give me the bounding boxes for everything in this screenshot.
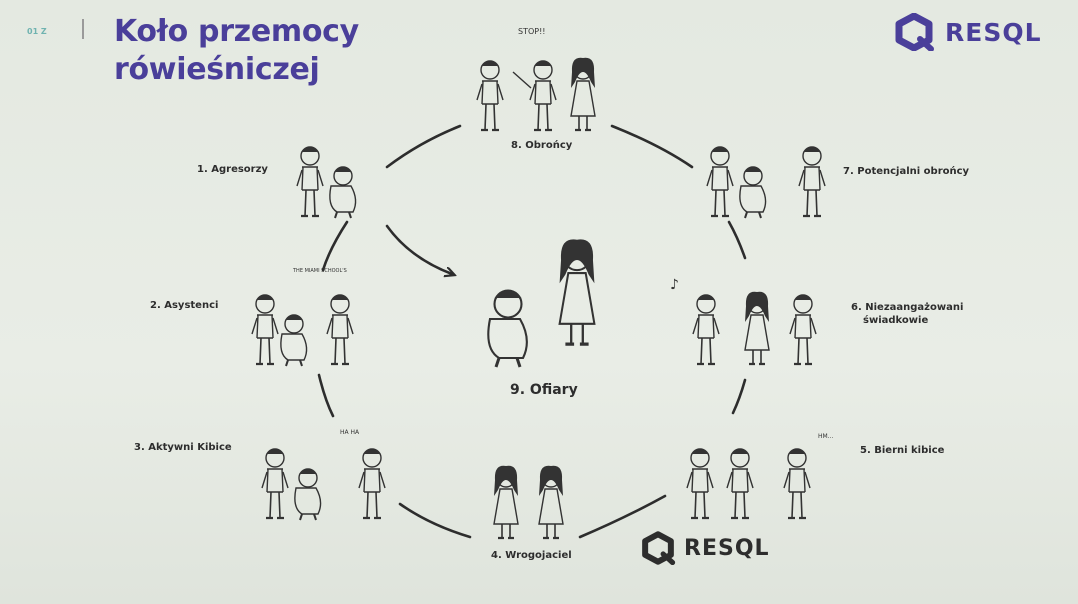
illustration-passive-fans-2 <box>725 447 755 520</box>
illustration-uninvolved-kid <box>788 293 818 366</box>
illustration-potential-defenders <box>705 145 735 218</box>
label-role-1: 1. Agresorzy <box>197 164 268 175</box>
music-note-icon: ♪ <box>670 277 679 293</box>
slide-title: Koło przemocy rówieśniczej <box>114 13 359 89</box>
arc-right-lower <box>731 378 747 415</box>
resql-logo-top: RESQL <box>893 13 1042 51</box>
arc-right-upper <box>727 220 747 260</box>
resql-logo-text: RESQL <box>945 17 1042 47</box>
illustration-potential-defenders-victim <box>738 166 767 219</box>
illustration-passive-fans <box>685 447 715 520</box>
illustration-defenders-2 <box>512 59 558 132</box>
speech-active-fans: HA HA <box>340 429 360 436</box>
arc-top-left <box>385 124 462 169</box>
resql-logo-text: RESQL <box>684 535 770 561</box>
illustration-aggressors-victim <box>328 166 357 219</box>
illustration-active-fans-cheer <box>357 447 387 520</box>
arc-top-right <box>610 124 694 169</box>
illustration-victims-standing <box>558 237 596 346</box>
label-role-4: 4. Wrogojaciel <box>491 550 572 561</box>
arc-bottom-right <box>578 494 667 539</box>
illustration-victims-sitting <box>486 289 529 369</box>
illustration-assistants-victim <box>279 314 308 367</box>
arc-left-lower <box>317 373 335 418</box>
illustration-uninvolved <box>691 293 721 366</box>
label-role-6-line-2: świadkowie <box>863 315 929 326</box>
arc-left-upper <box>321 220 349 272</box>
illustration-defenders-3 <box>569 56 597 132</box>
speech-assistants: THE MIAMI SCHOOL'S <box>292 268 347 274</box>
arrow-aggressor-to-victim <box>385 224 452 274</box>
arc-bottom-left <box>398 502 472 539</box>
resql-logo-bottom: RESQL <box>640 531 770 565</box>
illustration-potential-defenders-watcher <box>797 145 827 218</box>
illustration-active-fans-victim <box>293 468 322 521</box>
label-role-9: 9. Ofiary <box>510 382 578 398</box>
illustration-assistants <box>250 293 280 366</box>
label-role-2: 2. Asystenci <box>150 300 219 311</box>
title-line-1: Koło przemocy <box>114 14 359 49</box>
illustration-assistants-helper <box>325 293 355 366</box>
illustration-frenemy-b <box>537 464 565 540</box>
illustration-frenemy-a <box>492 464 520 540</box>
title-divider <box>82 19 84 39</box>
illustration-aggressors <box>295 145 325 218</box>
label-role-8: 8. Obrońcy <box>511 140 573 151</box>
resql-logo-icon <box>642 531 676 565</box>
title-line-2: rówieśniczej <box>114 52 320 87</box>
slide-number: 01 Z <box>27 27 47 36</box>
label-role-7: 7. Potencjalni obrońcy <box>843 166 970 177</box>
illustration-defenders <box>475 59 505 132</box>
illustration-uninvolved-girl <box>743 290 771 366</box>
label-role-3: 3. Aktywni Kibice <box>134 442 232 453</box>
resql-logo-icon <box>895 13 934 51</box>
label-role-5: 5. Bierni kibice <box>860 445 945 456</box>
speech-passive-fans: HM... <box>818 433 834 440</box>
circle-arcs <box>317 124 747 539</box>
illustration-passive-fans-3 <box>782 447 812 520</box>
speech-stop: STOP!! <box>518 27 546 36</box>
illustration-active-fans <box>260 447 290 520</box>
label-role-6: 6. Niezaangażowani <box>851 302 964 313</box>
